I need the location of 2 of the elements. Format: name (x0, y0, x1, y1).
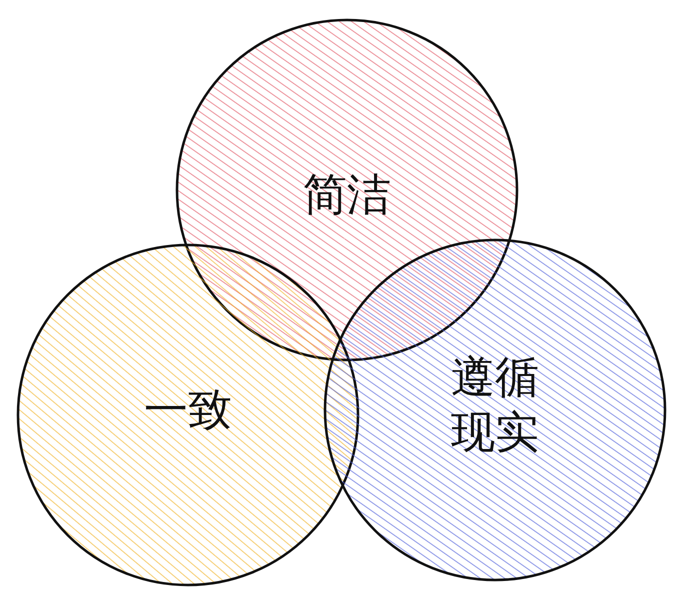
circle-label: 简洁 (302, 168, 392, 222)
circle-label: 遵循现实 (450, 351, 540, 460)
